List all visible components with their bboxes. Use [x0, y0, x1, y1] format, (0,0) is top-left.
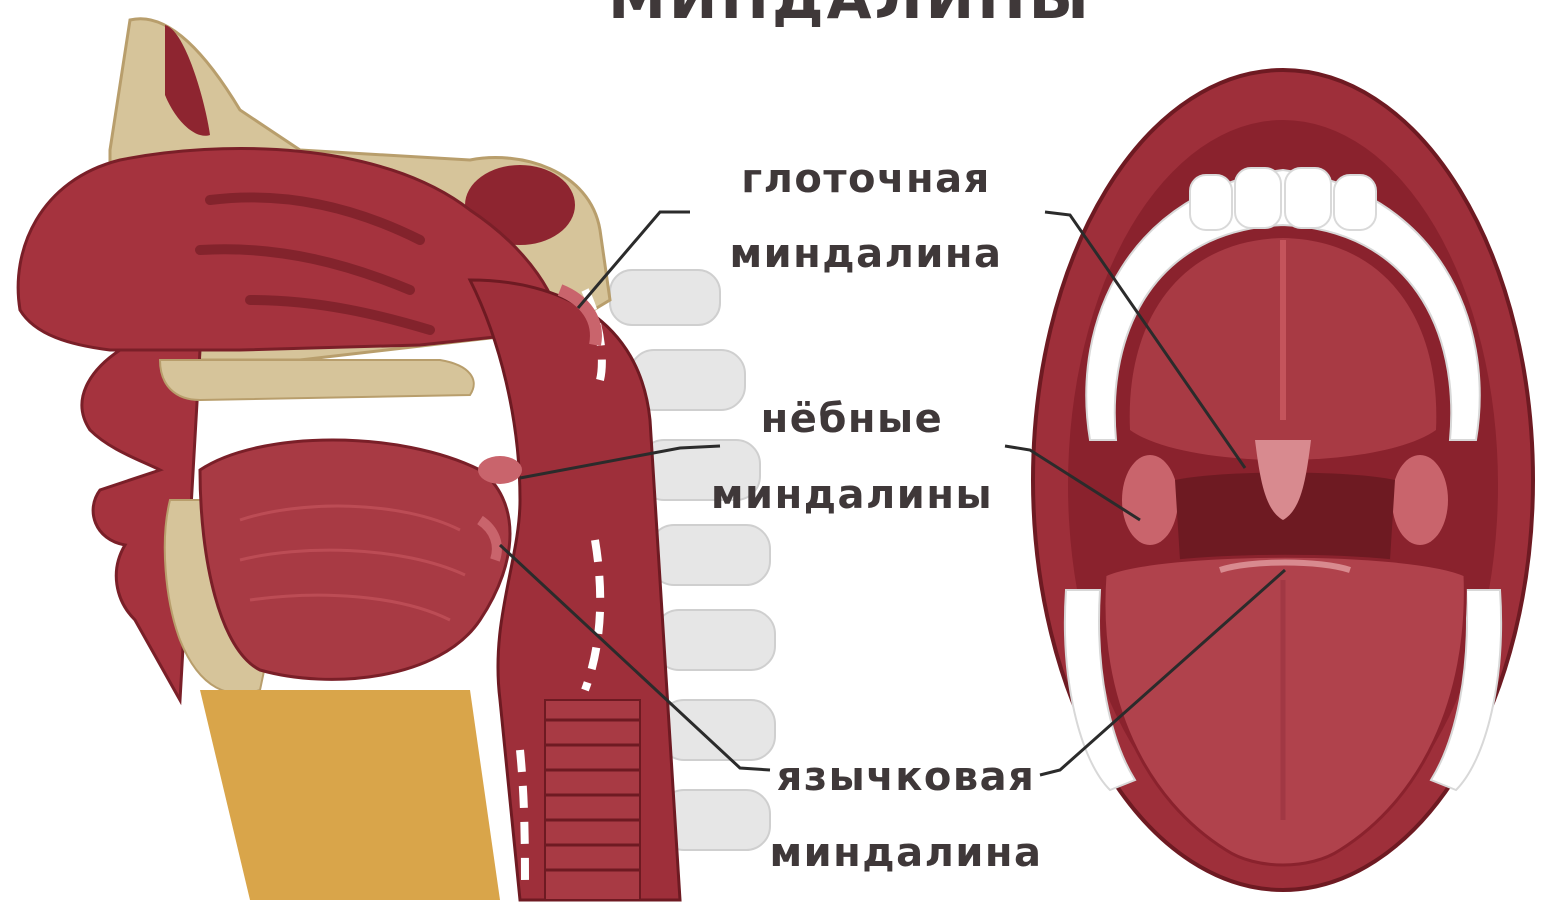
- label-lingual-line2: миндалина: [769, 830, 1042, 876]
- hard-palate: [160, 360, 474, 400]
- sagittal-head-illustration: [18, 19, 775, 900]
- label-palatine-line1: нёбные: [761, 396, 944, 442]
- label-pharyngeal-line2: миндалина: [729, 231, 1002, 277]
- esophagus: [200, 690, 500, 900]
- label-palatine-line2: миндалины: [711, 472, 993, 518]
- label-pharyngeal-line1: глоточная: [741, 156, 991, 202]
- palatine-tonsil-right-view-right: [1392, 455, 1448, 545]
- palatine-tonsil-right-view-left: [1122, 455, 1178, 545]
- palatine-tonsil-left: [478, 456, 522, 484]
- trachea: [545, 700, 640, 900]
- open-mouth-illustration: [1033, 70, 1533, 890]
- diagram-title: МИНДАЛИНЫ: [608, 0, 1092, 32]
- label-lingual-line1: язычковая: [777, 754, 1036, 800]
